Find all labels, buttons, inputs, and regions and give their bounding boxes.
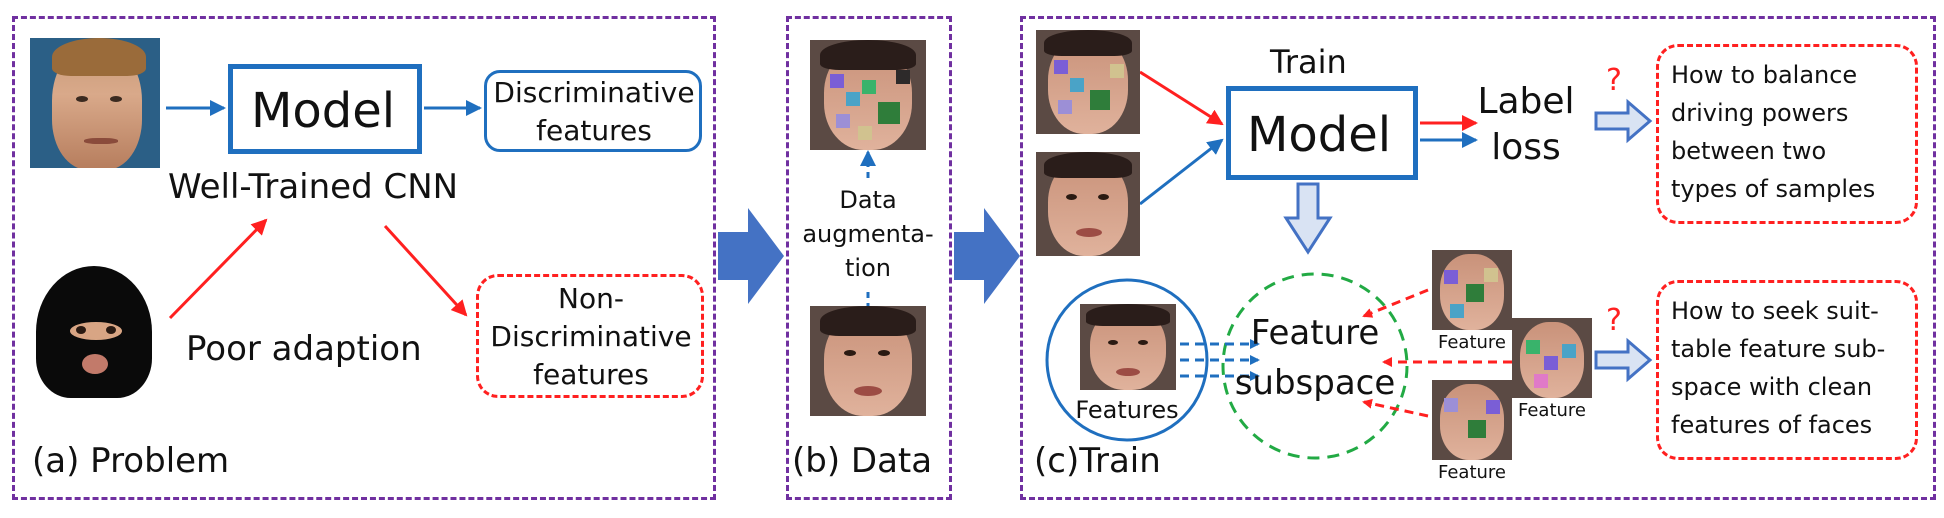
arrow-clean-to-model [1139, 138, 1224, 206]
mosaic-patch [1468, 420, 1486, 438]
panel-b-data [786, 16, 952, 500]
model-box: Model [228, 64, 422, 154]
train-label: Train [1270, 43, 1347, 81]
non-discriminative-box: Non- Discriminative features [476, 274, 704, 398]
mosaic-patch [846, 92, 860, 106]
arrow-cnn-to-nondisc [383, 224, 468, 317]
nondisc-line-1: Non- [558, 282, 624, 315]
hollow-arrow-icon [1283, 182, 1333, 255]
mosaic-patch [1110, 64, 1124, 78]
augment-line-3: tion [845, 254, 891, 282]
face-photo-icon [30, 38, 160, 168]
discriminative-features-box: Discriminative features [484, 70, 702, 152]
panel-a-problem [12, 16, 716, 500]
noisy-feature-arrow [1362, 398, 1429, 418]
mosaic-patch [1070, 78, 1084, 92]
occluded-face-icon [1432, 250, 1512, 330]
panel-c-train [1020, 16, 1936, 500]
mosaic-patch [1450, 304, 1464, 318]
question-mark-top: ? [1606, 63, 1622, 98]
nondisc-line-3: features [533, 358, 649, 391]
mosaic-patch [862, 80, 876, 94]
occluded-face-icon [1036, 30, 1140, 134]
discriminative-line-2: features [536, 114, 652, 147]
network-label: Well-Trained CNN [168, 167, 459, 207]
question-bottom-line-4: features of faces [1671, 411, 1873, 439]
panel-c-caption: (c)Train [1034, 441, 1161, 481]
mosaic-patch [1486, 400, 1500, 414]
hollow-arrow-icon [1594, 337, 1653, 383]
discriminative-line-1: Discriminative [493, 76, 695, 109]
occluded-face-icon [1512, 318, 1592, 398]
mosaic-patch [1484, 268, 1498, 282]
face-photo-icon [1036, 152, 1140, 256]
mosaic-patch [1090, 90, 1110, 110]
occluded-face-icon [1432, 380, 1512, 460]
train-model-label: Model [1247, 107, 1392, 163]
model-label: Model [251, 83, 396, 139]
question-top-line-1: How to balance [1671, 61, 1858, 89]
mosaic-patch [1444, 398, 1458, 412]
arrow-masked-to-cnn [168, 218, 268, 320]
question-box-top: How to balance driving powers between tw… [1656, 44, 1918, 224]
subspace-line-1: Feature [1250, 313, 1380, 353]
mosaic-patch [836, 114, 850, 128]
mosaic-patch [1544, 356, 1558, 370]
face-photo-icon [810, 306, 926, 416]
question-top-line-2: driving powers [1671, 99, 1849, 127]
mosaic-patch [830, 74, 844, 88]
big-right-arrow-icon [718, 208, 784, 304]
mosaic-patch [1562, 344, 1576, 358]
panel-a-caption: (a) Problem [32, 441, 230, 481]
occluded-face-icon [810, 40, 926, 150]
mosaic-patch [1534, 374, 1548, 388]
question-bottom-line-2: table feature sub- [1671, 335, 1886, 363]
question-bottom-line-3: space with clean [1671, 373, 1873, 401]
masked-face-icon [30, 262, 160, 398]
feature-tag-3: Feature [1437, 462, 1507, 483]
noisy-feature-arrow [1362, 288, 1429, 318]
loss-line-2: loss [1491, 127, 1561, 168]
mosaic-patch [1058, 100, 1072, 114]
features-label: Features [1075, 396, 1179, 424]
mosaic-patch [858, 126, 872, 140]
mosaic-patch [1466, 284, 1484, 302]
mosaic-patch [1444, 270, 1458, 284]
face-photo-icon [1080, 304, 1176, 390]
arrow-occluded-to-model [1139, 70, 1224, 126]
question-bottom-line-1: How to seek suit- [1671, 297, 1879, 325]
augment-line-2: augmenta- [802, 220, 934, 248]
feature-tag-2: Feature [1517, 400, 1587, 421]
question-top-line-4: types of samples [1671, 175, 1876, 203]
mosaic-patch [878, 102, 900, 124]
panel-b-caption: (b) Data [792, 441, 933, 481]
nondisc-line-2: Discriminative [490, 320, 692, 353]
question-top-line-3: between two [1671, 137, 1827, 165]
big-right-arrow-icon [954, 208, 1020, 304]
mosaic-patch [1526, 340, 1540, 354]
mosaic-patch [1054, 60, 1068, 74]
mosaic-patch [896, 70, 910, 84]
augment-line-1: Data [839, 186, 897, 214]
subspace-circle [1221, 272, 1409, 460]
question-box-bottom: How to seek suit- table feature sub- spa… [1656, 280, 1918, 460]
poor-adaption-label: Poor adaption [186, 329, 422, 369]
train-model-box: Model [1226, 86, 1418, 180]
hollow-arrow-icon [1594, 98, 1653, 144]
features-circle [1045, 278, 1209, 442]
subspace-line-2: subspace [1234, 363, 1396, 403]
feature-tag-1: Feature [1437, 332, 1507, 353]
question-mark-bottom: ? [1606, 303, 1622, 338]
loss-line-1: Label [1477, 81, 1575, 122]
